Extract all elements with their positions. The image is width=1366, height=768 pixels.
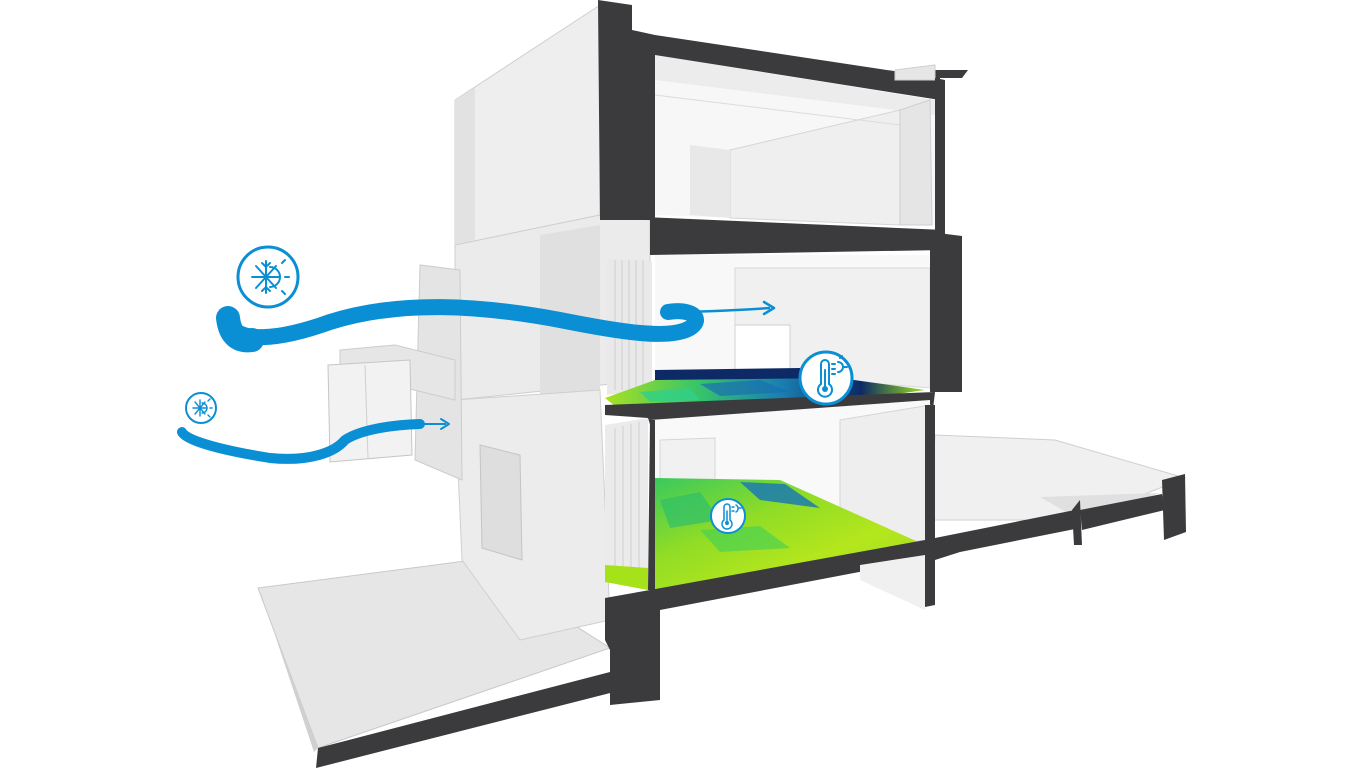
snowflake-sun-icon [236, 245, 300, 309]
airflow-lower-stream [177, 418, 450, 464]
airflow-upper-stream [216, 299, 776, 353]
thermometer-sun-icon [798, 350, 854, 406]
room-top-floor [654, 55, 935, 226]
section-cut-lower [605, 405, 1080, 705]
thermometer-sun-icon-lower [710, 498, 746, 534]
room-middle-floor [607, 255, 931, 395]
building-back-mass [327, 4, 651, 641]
snowflake-sun-icon-small [185, 392, 217, 424]
section-cut-top [598, 0, 968, 255]
